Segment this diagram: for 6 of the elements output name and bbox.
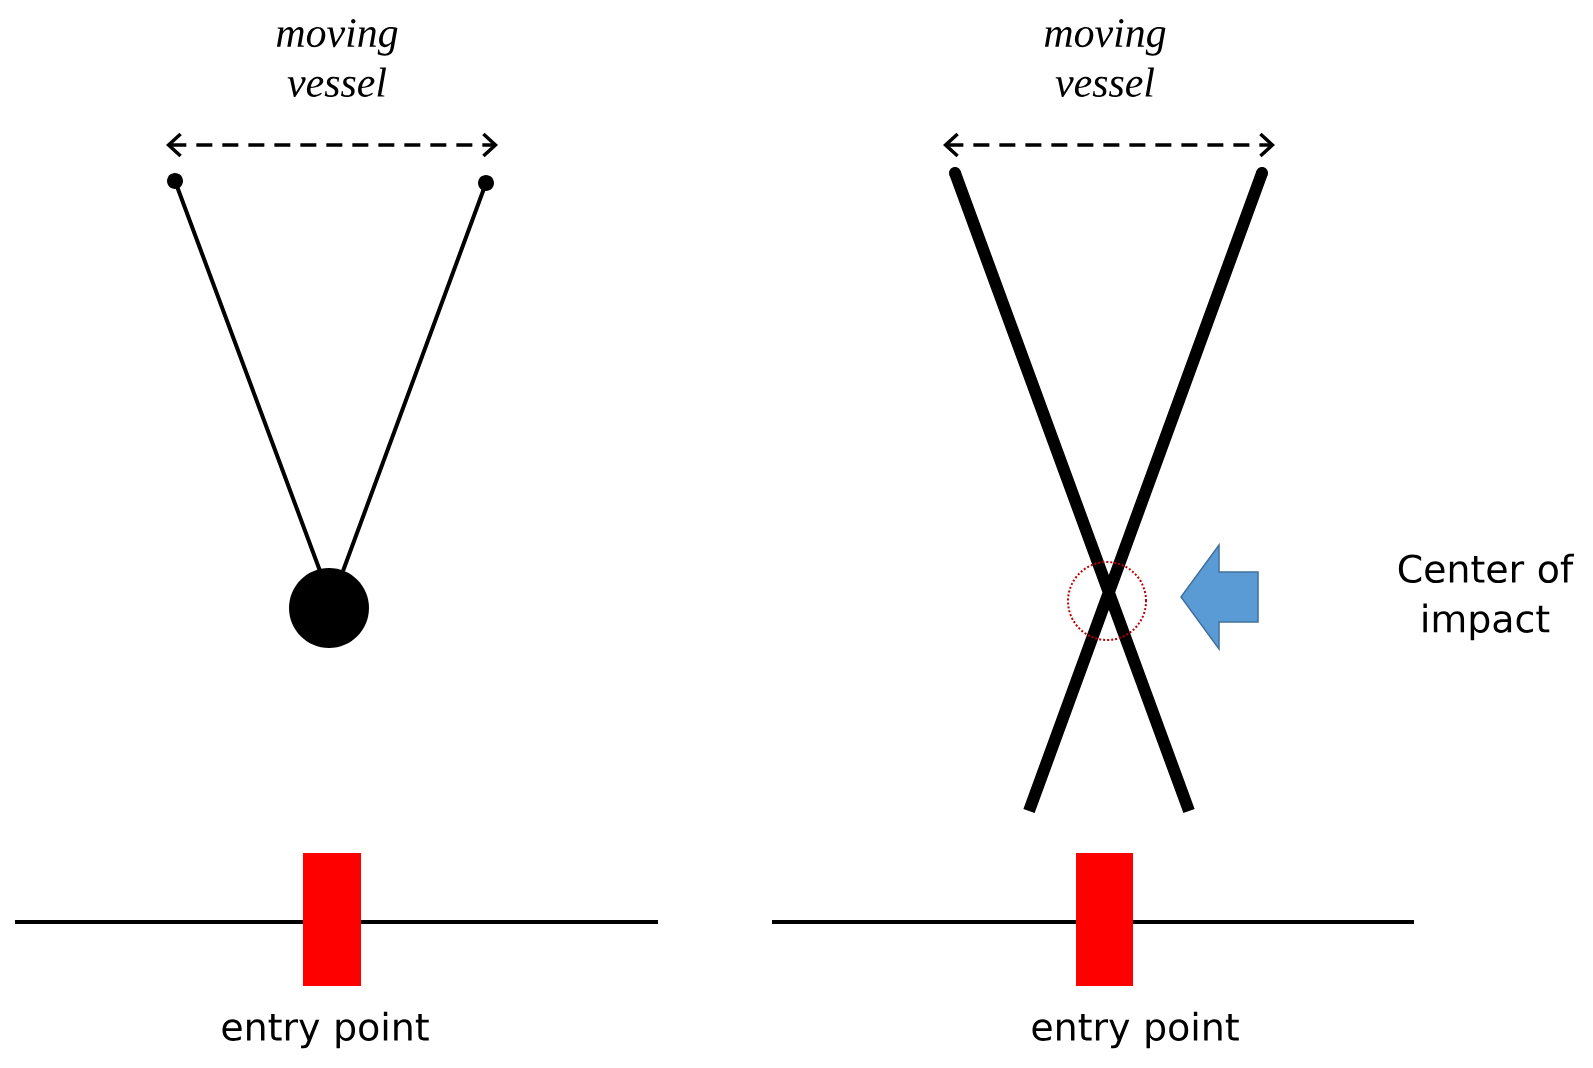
caption-text: moving vessel [1044, 19, 1166, 97]
impact-circle [1067, 561, 1147, 641]
caption-text: moving vessel [276, 19, 398, 97]
label-text: entry point [1032, 1011, 1239, 1049]
label-text: entry point [222, 1011, 429, 1049]
callout-text: Center of impact [1398, 553, 1574, 641]
